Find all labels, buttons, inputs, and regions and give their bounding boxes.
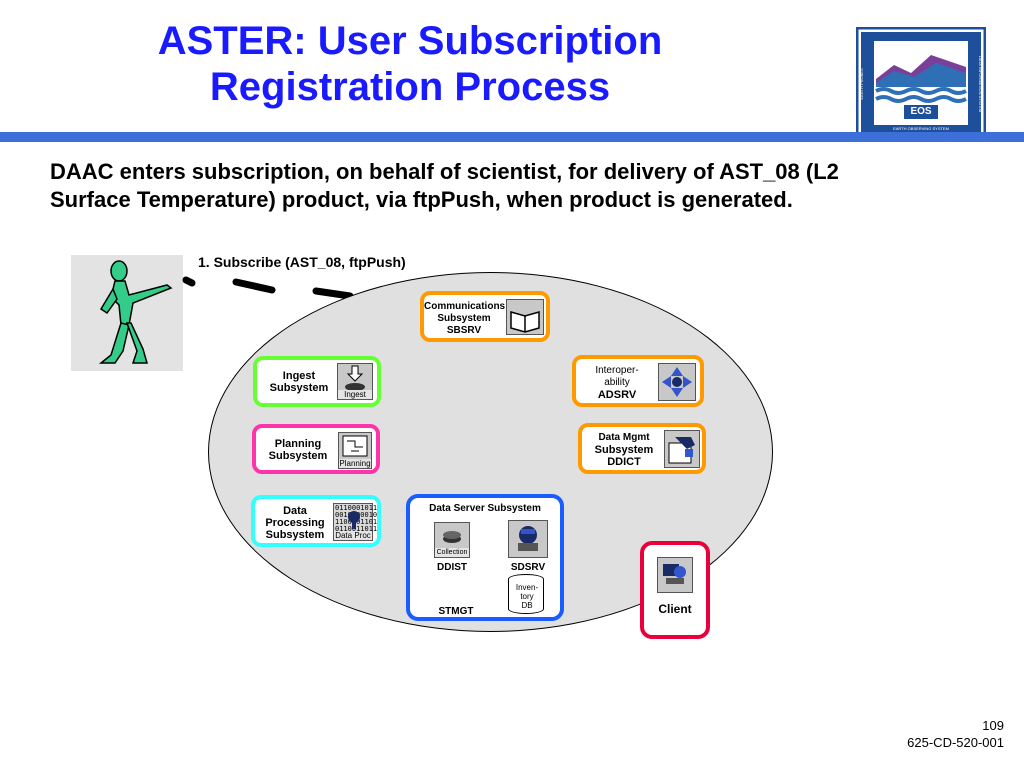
interop-label-1: Interoper- <box>595 365 639 376</box>
data-server-subsystem-box[interactable]: Data Server Subsystem Collection DDIST S… <box>406 494 564 621</box>
interop-label-3: ADSRV <box>597 389 637 401</box>
comm-label-3: SBSRV <box>446 325 482 336</box>
step-1-label: 1. Subscribe (AST_08, ftpPush) <box>198 254 406 270</box>
dataproc-label-3: Subsystem <box>265 529 325 541</box>
ingest-icon: Ingest <box>337 363 373 400</box>
comm-label-1: Communications <box>424 301 506 312</box>
ddist-label: DDIST <box>437 562 467 573</box>
data-proc-icon: 0110001011 0010100010 1100101101 0110011… <box>333 503 377 541</box>
sdsrv-label: SDSRV <box>510 562 546 573</box>
pointing-person-icon <box>98 260 173 364</box>
dataproc-label-2: Processing <box>265 517 325 529</box>
planning-icon-caption: Planning <box>339 459 371 468</box>
book-icon <box>506 299 544 335</box>
collection-icon: Collection <box>434 522 470 558</box>
processor-chip-icon <box>348 511 360 529</box>
ingest-label-2: Subsystem <box>269 382 329 394</box>
data-processing-subsystem-box[interactable]: Data Processing Subsystem 0110001011 001… <box>251 495 381 547</box>
bits-line-4: 0110011011 <box>335 525 378 533</box>
dataserver-title: Data Server Subsystem <box>429 503 541 514</box>
title-line-2: Registration Process <box>209 65 611 109</box>
sdsrv-icon <box>508 520 548 558</box>
logo-eos-text: EOS <box>910 106 932 117</box>
eos-logo: NASA'S MISSION TO PLANET EARTH EOS EARTH… <box>855 26 987 141</box>
intro-text: DAAC enters subscription, on behalf of s… <box>50 159 839 212</box>
ingest-subsystem-box[interactable]: Ingest Subsystem Ingest <box>253 356 381 407</box>
dataproc-icon-caption: Data Proc <box>334 531 372 540</box>
collection-caption: Collection <box>435 548 469 557</box>
interop-arrows-icon <box>658 363 696 401</box>
document-id: 625-CD-520-001 <box>907 735 1004 750</box>
datamgmt-label-1: Data Mgmt <box>598 432 650 443</box>
inventory-db-cylinder: Inven- tory DB <box>508 574 544 614</box>
slide-title: ASTER: User Subscription Registration Pr… <box>70 18 750 110</box>
ingest-label-1: Ingest <box>282 370 316 382</box>
bits-line-1: 0110001011 <box>335 504 378 512</box>
communications-subsystem-box[interactable]: Communications Subsystem SBSRV <box>420 291 550 342</box>
client-icon <box>657 557 693 593</box>
data-mgmt-subsystem-box[interactable]: Data Mgmt Subsystem DDICT <box>578 423 706 474</box>
stmgt-label: STMGT <box>438 606 474 617</box>
logo-bottom-text: EARTH OBSERVING SYSTEM <box>893 126 949 131</box>
data-mgmt-icon <box>664 430 700 468</box>
datamgmt-label-3: DDICT <box>607 456 641 468</box>
datamgmt-label-2: Subsystem <box>594 444 654 456</box>
inventory-label-3: DB <box>521 601 533 610</box>
planning-subsystem-box[interactable]: Planning Subsystem Planning <box>252 424 380 474</box>
comm-label-2: Subsystem <box>437 313 491 324</box>
eos-logo-graphic <box>855 26 987 141</box>
planning-label-2: Subsystem <box>268 450 328 462</box>
dataproc-label-1: Data <box>283 505 307 517</box>
planning-label-1: Planning <box>274 438 322 450</box>
scientist-figure <box>71 255 183 371</box>
inventory-label-1: Inven- <box>515 583 539 592</box>
title-rule <box>0 132 1024 142</box>
page-number: 109 <box>982 718 1004 733</box>
interop-label-2: ability <box>604 377 630 388</box>
title-line-1: ASTER: User Subscription <box>157 19 663 63</box>
planning-icon: Planning <box>338 432 372 469</box>
ingest-icon-caption: Ingest <box>338 390 372 399</box>
inventory-label-2: tory <box>520 592 534 601</box>
client-label: Client <box>658 602 692 616</box>
interoperability-subsystem-box[interactable]: Interoper- ability ADSRV <box>572 355 704 407</box>
logo-top-text: NASA'S MISSION TO PLANET EARTH <box>885 33 957 38</box>
client-box[interactable]: Client <box>640 541 710 639</box>
